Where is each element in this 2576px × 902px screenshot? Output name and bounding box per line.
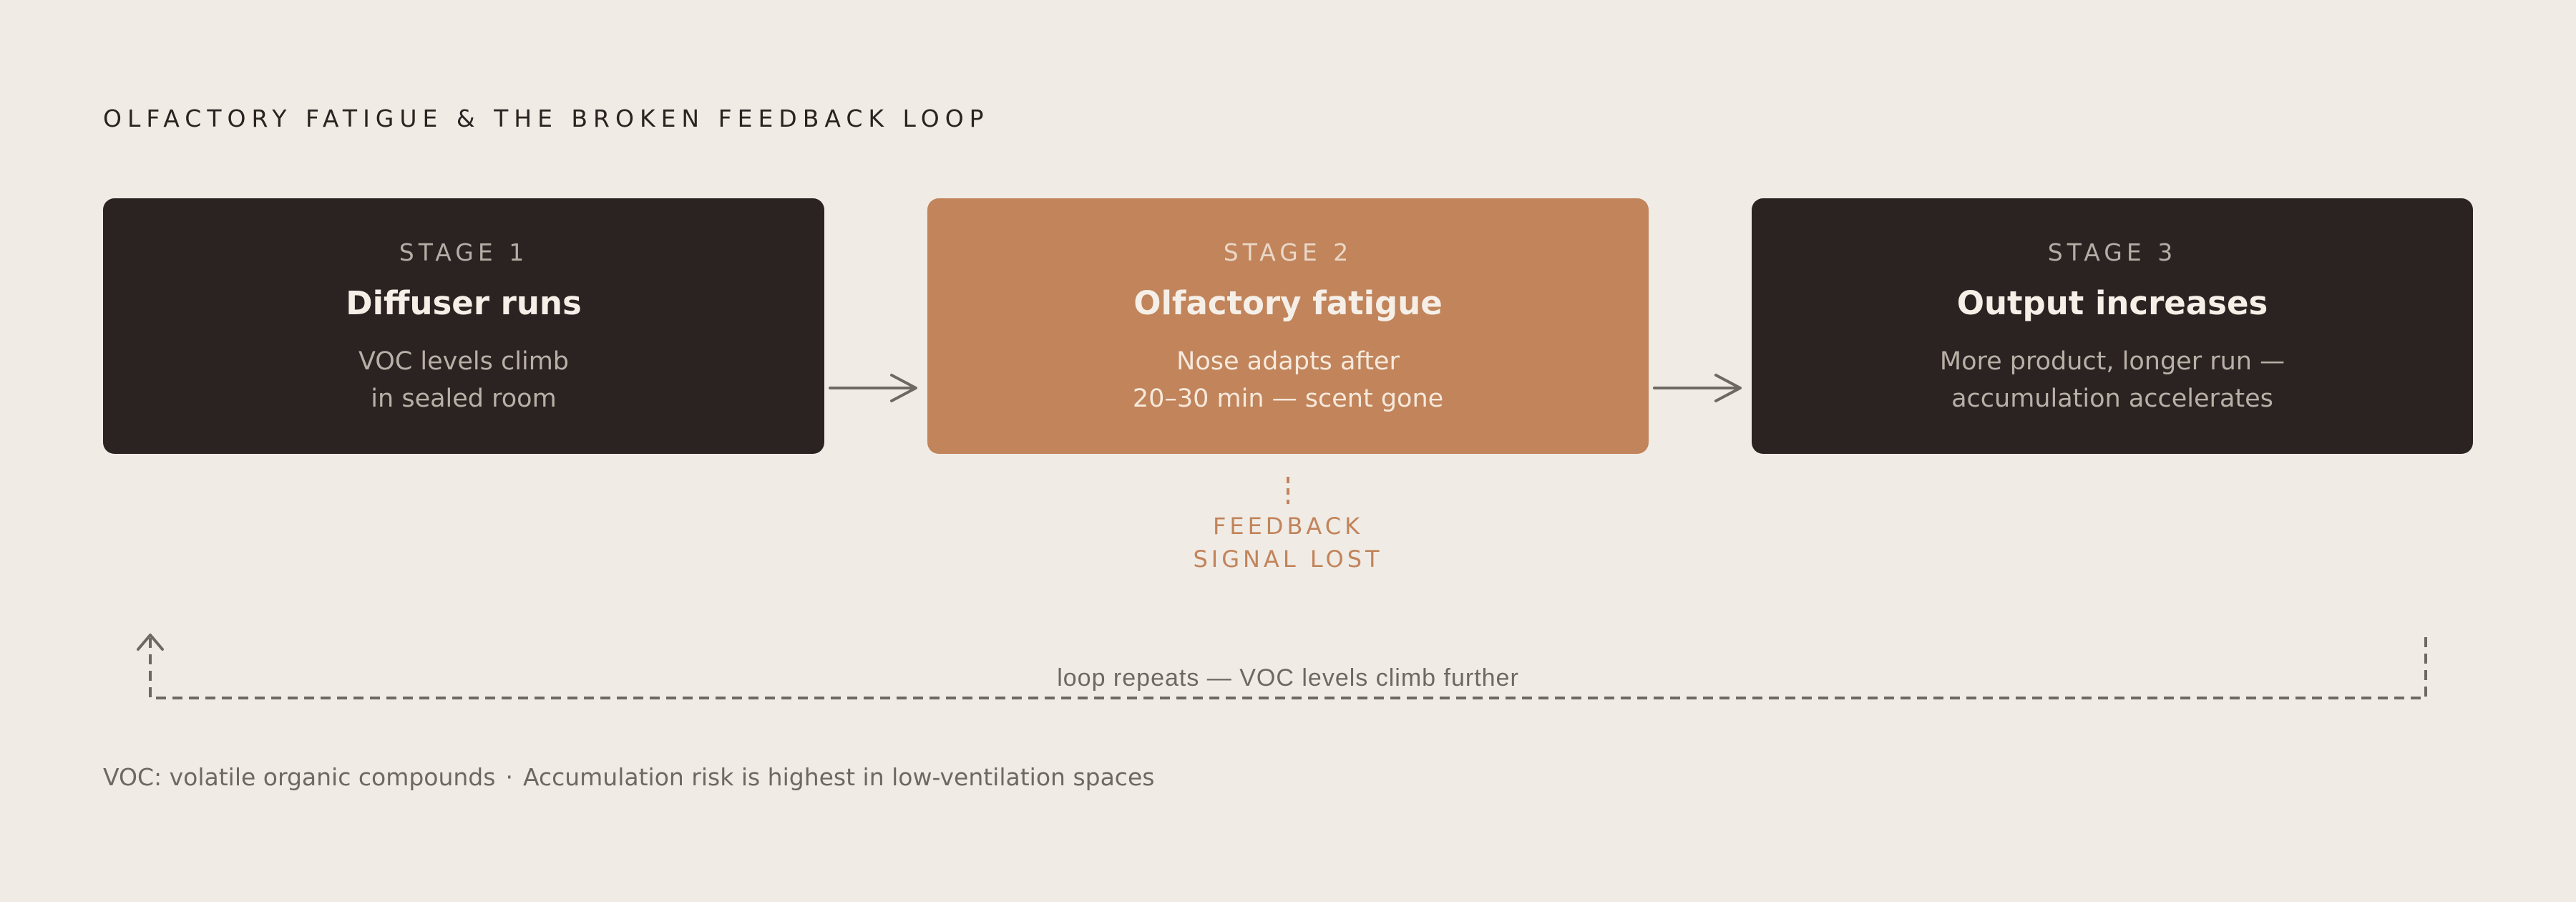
stage-3-box: STAGE 3 Output increases More product, l… (1752, 198, 2473, 454)
loop-repeats-label: loop repeats — VOC levels climb further (1057, 664, 1519, 692)
stage-2-label: STAGE 2 (1223, 238, 1353, 266)
loop-back-arrowhead (137, 634, 164, 651)
stage-1-title: Diffuser runs (346, 284, 582, 322)
footnote-separator: · (505, 763, 513, 791)
feedback-signal-lost-label: FEEDBACK SIGNAL LOST (1145, 510, 1431, 576)
stage-2-description: Nose adapts after 20–30 min — scent gone (927, 343, 1649, 417)
feedback-line-2: SIGNAL LOST (1193, 545, 1383, 573)
feedback-line-1: FEEDBACK (1212, 513, 1364, 540)
stage-2-box: STAGE 2 Olfactory fatigue Nose adapts af… (927, 198, 1649, 454)
arrow-stage1-to-stage2 (829, 374, 917, 402)
stage-1-desc-line-2: in sealed room (371, 384, 557, 413)
stage-1-description: VOC levels climb in sealed room (103, 343, 824, 417)
stage-1-box: STAGE 1 Diffuser runs VOC levels climb i… (103, 198, 824, 454)
stage-1-desc-line-1: VOC levels climb (358, 347, 570, 376)
stage-3-label: STAGE 3 (2047, 238, 2177, 266)
arrow-stage2-to-stage3 (1653, 374, 1742, 402)
footnote-voc-definition: VOC: volatile organic compounds (103, 763, 496, 791)
stage-2-title: Olfactory fatigue (1133, 284, 1443, 322)
stage-3-desc-line-2: accumulation accelerates (1951, 384, 2273, 413)
footnote-risk-note: Accumulation risk is highest in low-vent… (522, 763, 1155, 791)
stage-2-desc-line-1: Nose adapts after (1176, 347, 1400, 376)
diagram-title: OLFACTORY FATIGUE & THE BROKEN FEEDBACK … (103, 105, 990, 132)
stage-3-desc-line-1: More product, longer run — (1939, 347, 2285, 376)
stage-1-label: STAGE 1 (399, 238, 529, 266)
stage-2-desc-line-2: 20–30 min — scent gone (1132, 384, 1444, 413)
footnote: VOC: volatile organic compounds · Accumula… (103, 763, 1154, 791)
stage-3-description: More product, longer run — accumulation … (1752, 343, 2473, 417)
stage-3-title: Output increases (1956, 284, 2268, 322)
